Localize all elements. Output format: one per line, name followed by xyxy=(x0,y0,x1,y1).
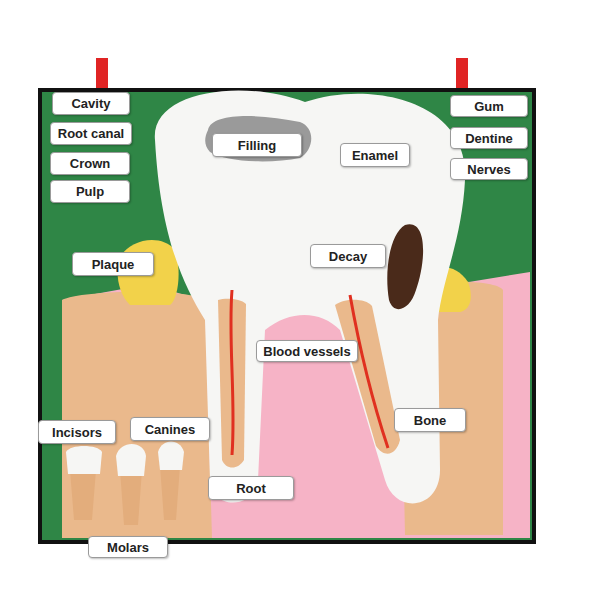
label-text: Nerves xyxy=(467,163,510,176)
label-text: Filling xyxy=(238,139,276,152)
label-text: Dentine xyxy=(465,132,513,145)
blood-vessel xyxy=(350,295,388,448)
filling xyxy=(205,116,311,161)
label-tag: Filling xyxy=(212,133,302,157)
label-text: Enamel xyxy=(352,149,398,162)
label-tag: Crown xyxy=(50,152,130,175)
small-tooth-root xyxy=(70,470,96,520)
decay xyxy=(387,224,423,309)
label-text: Blood vessels xyxy=(263,345,350,358)
label-text: Canines xyxy=(145,423,196,436)
label-tag: Root canal xyxy=(50,122,132,145)
label-tag: Enamel xyxy=(340,143,410,167)
label-text: Pulp xyxy=(76,185,104,198)
label-text: Decay xyxy=(329,250,367,263)
label-tag: Root xyxy=(208,476,294,500)
label-text: Bone xyxy=(414,414,447,427)
label-tag: Incisors xyxy=(38,420,116,444)
label-text: Root canal xyxy=(58,127,124,140)
small-tooth-root xyxy=(120,470,142,525)
label-tag: Decay xyxy=(310,244,386,268)
blood-vessel xyxy=(231,290,233,455)
green-board xyxy=(40,90,534,542)
label-text: Incisors xyxy=(52,426,102,439)
label-text: Molars xyxy=(107,541,149,554)
label-tag: Dentine xyxy=(450,127,528,149)
small-tooth-root xyxy=(160,466,180,520)
incisor-tooth xyxy=(66,446,102,474)
label-text: Gum xyxy=(474,100,504,113)
label-tag: Bone xyxy=(394,408,466,432)
label-text: Root xyxy=(236,482,266,495)
canine-tooth xyxy=(116,444,146,476)
label-tag: Cavity xyxy=(52,92,130,115)
label-tag: Molars xyxy=(88,536,168,558)
label-tag: Pulp xyxy=(50,180,130,203)
label-tag: Blood vessels xyxy=(256,340,358,362)
label-tag: Canines xyxy=(130,417,210,441)
label-tag: Nerves xyxy=(450,158,528,180)
label-tag: Plaque xyxy=(72,252,154,276)
label-tag: Gum xyxy=(450,95,528,117)
bone-left xyxy=(62,292,212,538)
label-text: Crown xyxy=(70,157,110,170)
label-text: Plaque xyxy=(92,258,135,271)
label-text: Cavity xyxy=(71,97,110,110)
small-tooth xyxy=(158,442,184,471)
molar-tooth xyxy=(155,91,465,504)
